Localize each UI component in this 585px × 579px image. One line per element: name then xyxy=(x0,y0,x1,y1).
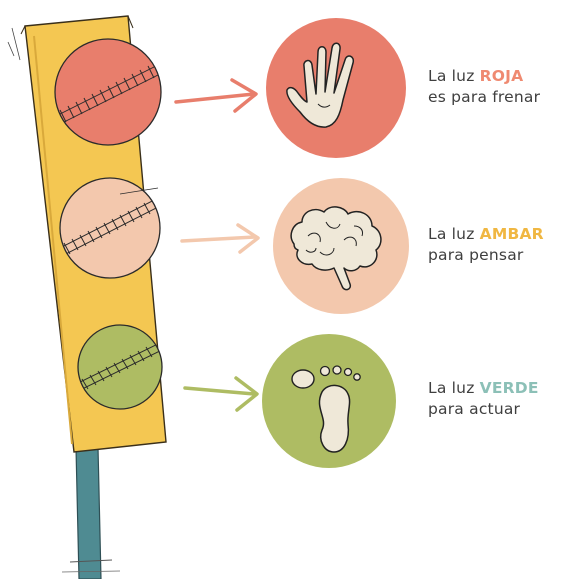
red-keyword: ROJA xyxy=(479,67,524,85)
green-caption-prefix: La luz xyxy=(428,379,480,397)
red-light-caption: La luz ROJA es para frenar xyxy=(428,66,540,108)
amber-lamp xyxy=(59,177,161,279)
amber-caption-suffix: para pensar xyxy=(428,246,524,264)
red-badge xyxy=(266,18,406,158)
amber-arrow xyxy=(180,223,260,254)
green-keyword: VERDE xyxy=(479,379,539,397)
amber-caption-prefix: La luz xyxy=(428,225,480,243)
amber-badge xyxy=(273,178,409,314)
footprint-icon xyxy=(291,365,361,453)
amber-keyword: AMBAR xyxy=(479,225,544,243)
green-caption-suffix: para actuar xyxy=(428,400,521,418)
amber-light-caption: La luz AMBAR para pensar xyxy=(428,224,544,266)
red-lamp xyxy=(54,38,162,146)
red-caption-suffix: es para frenar xyxy=(428,88,541,106)
hand-icon xyxy=(286,42,355,128)
green-lamp xyxy=(77,324,163,410)
traffic-light-pole xyxy=(75,446,102,579)
green-arrow xyxy=(183,376,259,412)
brain-icon xyxy=(290,206,382,291)
red-arrow xyxy=(174,78,258,113)
green-light-caption: La luz VERDE para actuar xyxy=(428,378,539,420)
red-caption-prefix: La luz xyxy=(428,67,480,85)
green-badge xyxy=(262,334,396,468)
